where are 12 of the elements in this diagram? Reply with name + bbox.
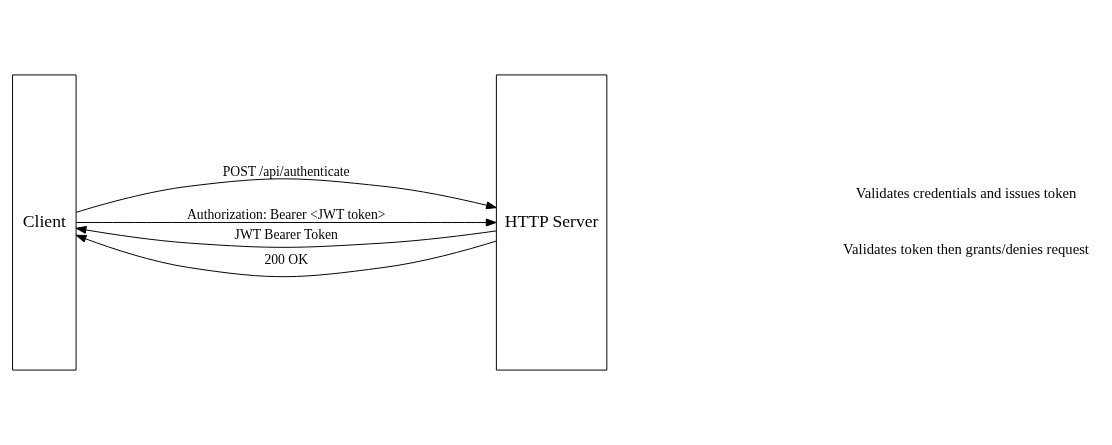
arrow <box>75 226 497 248</box>
arrow <box>75 234 497 278</box>
edge-label: 200 OK <box>264 251 309 267</box>
node-label: Validates credentials and issues token <box>855 184 1077 201</box>
edge-label: Authorization: Bearer <JWT token> <box>186 206 386 222</box>
node-box: HTTP Server <box>495 74 608 371</box>
arrow <box>75 178 497 213</box>
edge-label: JWT Bearer Token <box>234 227 338 243</box>
node-label: Validates token then grants/denies request <box>843 241 1089 258</box>
node-box: Client <box>12 74 77 371</box>
arrow <box>75 218 497 227</box>
edge-label: POST /api/authenticate <box>222 163 350 179</box>
